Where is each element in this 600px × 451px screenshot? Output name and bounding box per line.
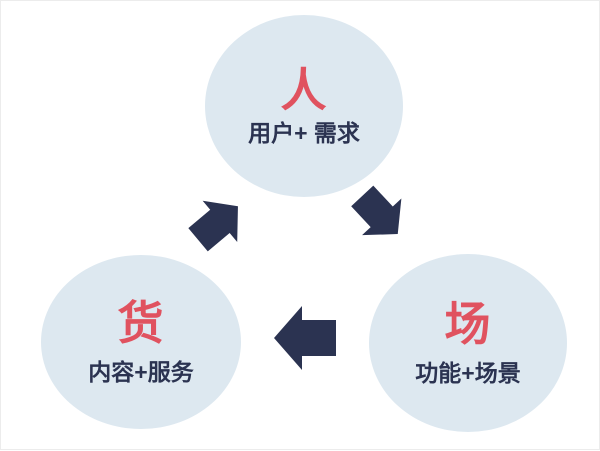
node-goods-subtitle: 内容+服务 xyxy=(88,358,194,385)
node-goods: 货 内容+服务 xyxy=(41,255,241,429)
arrow-up-right-icon xyxy=(188,200,238,252)
node-scene-subtitle: 功能+场景 xyxy=(415,359,521,386)
node-person-title: 人 xyxy=(280,63,328,116)
node-scene-title: 场 xyxy=(444,297,492,350)
node-person-subtitle: 用户+ 需求 xyxy=(248,119,360,146)
arrow-left-icon xyxy=(274,306,336,370)
node-scene: 场 功能+场景 xyxy=(369,254,567,432)
node-person: 人 用户+ 需求 xyxy=(205,15,403,197)
arrow-down-right-icon xyxy=(351,185,402,236)
node-goods-title: 货 xyxy=(117,296,165,349)
